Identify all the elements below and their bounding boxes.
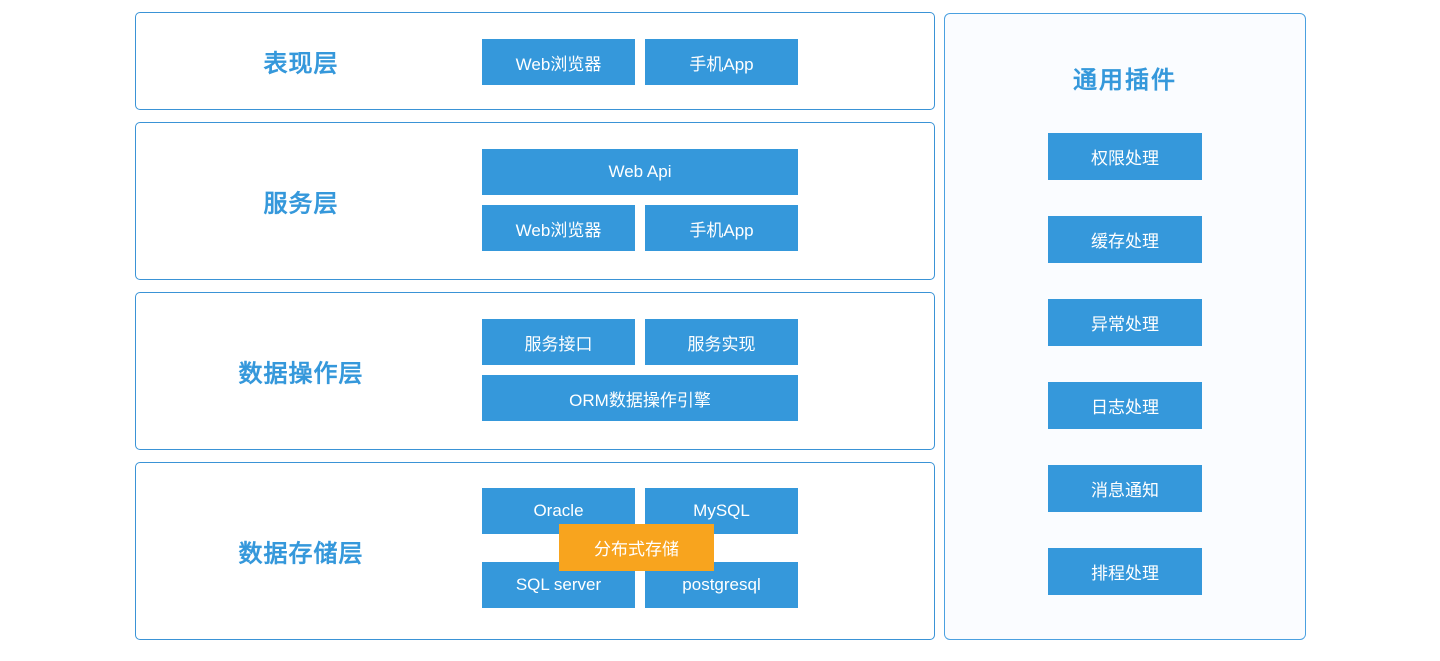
layer-box-presentation: 表现层 Web浏览器 手机App <box>135 12 935 110</box>
node-sql-server: SQL server <box>482 562 635 608</box>
plugin-node-permission: 权限处理 <box>1048 133 1202 180</box>
layer-box-service: 服务层 Web Api Web浏览器 手机App <box>135 122 935 280</box>
node-service-implementation: 服务实现 <box>645 319 798 365</box>
node-web-browser: Web浏览器 <box>482 39 635 85</box>
node-row: ORM数据操作引擎 <box>482 375 798 421</box>
data-operation-nodes: 服务接口 服务实现 ORM数据操作引擎 <box>482 319 798 421</box>
layer-box-data-operation: 数据操作层 服务接口 服务实现 ORM数据操作引擎 <box>135 292 935 450</box>
node-row: Web Api <box>482 149 798 195</box>
plugin-node-notification: 消息通知 <box>1048 465 1202 512</box>
node-distributed-storage: 分布式存储 <box>559 524 714 571</box>
presentation-nodes: Web浏览器 手机App <box>482 39 798 85</box>
node-orm-engine: ORM数据操作引擎 <box>482 375 798 421</box>
plugins-panel: 通用插件 权限处理 缓存处理 异常处理 日志处理 消息通知 排程处理 <box>944 13 1306 640</box>
node-oracle: Oracle <box>482 488 635 534</box>
node-row: 服务接口 服务实现 <box>482 319 798 365</box>
layer-title-data-storage: 数据存储层 <box>238 540 364 568</box>
plugin-node-scheduling: 排程处理 <box>1048 548 1202 595</box>
plugin-node-exception: 异常处理 <box>1048 299 1202 346</box>
layer-title-data-operation: 数据操作层 <box>238 360 364 388</box>
plugin-node-logging: 日志处理 <box>1048 382 1202 429</box>
plugin-node-cache: 缓存处理 <box>1048 216 1202 263</box>
node-row: SQL server postgresql <box>482 562 798 608</box>
layer-title-presentation: 表现层 <box>263 50 339 78</box>
layer-title-service: 服务层 <box>263 190 339 218</box>
node-postgresql: postgresql <box>645 562 798 608</box>
node-mobile-app: 手机App <box>645 205 798 251</box>
node-row: Web浏览器 手机App <box>482 205 798 251</box>
service-nodes: Web Api Web浏览器 手机App <box>482 149 798 251</box>
node-row: Web浏览器 手机App <box>482 39 798 85</box>
node-mobile-app: 手机App <box>645 39 798 85</box>
plugins-list: 权限处理 缓存处理 异常处理 日志处理 消息通知 排程处理 <box>1048 133 1202 595</box>
node-web-browser: Web浏览器 <box>482 205 635 251</box>
plugins-panel-title: 通用插件 <box>1073 67 1177 94</box>
node-web-api: Web Api <box>482 149 798 195</box>
layer-box-data-storage: 数据存储层 Oracle MySQL SQL server postgresql… <box>135 462 935 640</box>
node-service-interface: 服务接口 <box>482 319 635 365</box>
